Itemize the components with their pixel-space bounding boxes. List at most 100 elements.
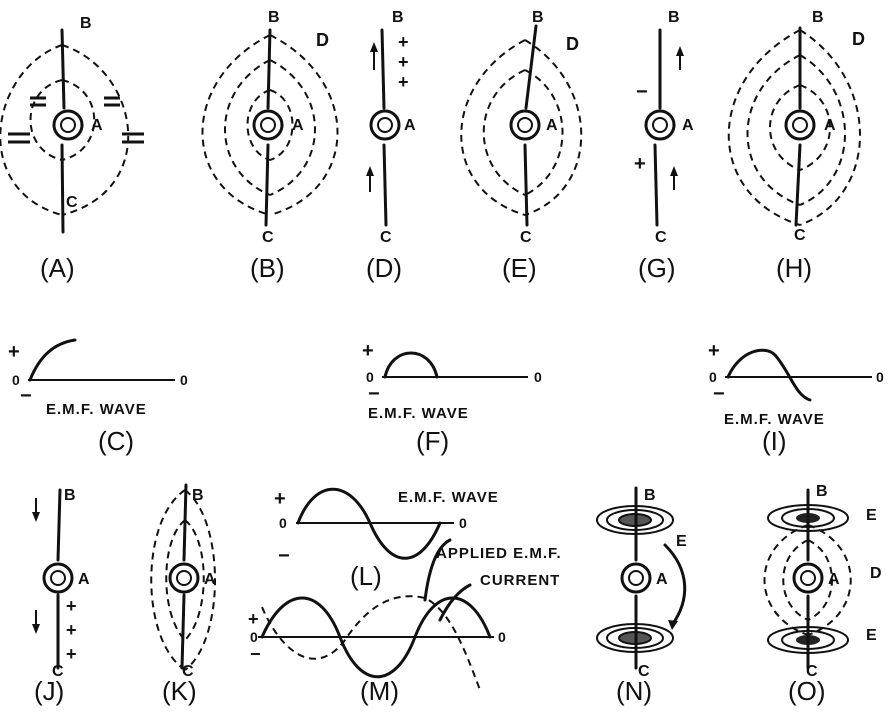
- current-label: CURRENT: [480, 572, 560, 589]
- caption-i: (I): [762, 426, 787, 456]
- generator-icon: [620, 562, 652, 594]
- svg-text:+: +: [398, 72, 409, 92]
- caption-f: (F): [416, 426, 449, 456]
- svg-text:0: 0: [534, 369, 542, 385]
- label-a: A: [404, 117, 416, 134]
- svg-text:0: 0: [279, 515, 287, 531]
- caption-j: (J): [34, 676, 64, 706]
- label-a: A: [824, 117, 836, 134]
- svg-text:+: +: [398, 32, 409, 52]
- label-b: B: [268, 9, 280, 26]
- caption-e: (E): [502, 253, 537, 283]
- svg-text:0: 0: [12, 372, 20, 388]
- svg-text:−: −: [368, 383, 380, 405]
- emf-wave-label: E.M.F. WAVE: [46, 401, 147, 418]
- label-b: B: [64, 487, 76, 504]
- label-a: A: [292, 117, 304, 134]
- figure-n: B A E C (N): [596, 486, 687, 706]
- generator-icon: [792, 562, 824, 594]
- svg-text:0: 0: [180, 372, 188, 388]
- label-a: A: [656, 571, 668, 588]
- label-b: B: [192, 487, 204, 504]
- caption-n: (N): [616, 676, 652, 706]
- generator-icon: [52, 109, 84, 141]
- svg-text:+: +: [708, 340, 720, 362]
- label-a: A: [828, 571, 840, 588]
- caption-l: (L): [350, 561, 382, 591]
- svg-text:+: +: [362, 340, 374, 362]
- figure-c: + 0 0 − E.M.F. WAVE (C): [8, 338, 188, 456]
- caption-m: (M): [360, 676, 399, 706]
- svg-text:0: 0: [459, 515, 467, 531]
- figure-d: + + + B A C (D): [366, 9, 416, 283]
- svg-text:−: −: [636, 81, 648, 103]
- label-c: C: [182, 663, 194, 680]
- label-a: A: [204, 571, 216, 588]
- label-c: C: [806, 663, 818, 680]
- label-b: B: [812, 9, 824, 26]
- generator-icon: [644, 109, 676, 141]
- caption-d: (D): [366, 253, 402, 283]
- label-c: C: [794, 227, 806, 244]
- applied-emf-label: APPLIED E.M.F.: [436, 545, 562, 562]
- label-c: C: [52, 663, 64, 680]
- svg-text:−: −: [713, 383, 725, 405]
- svg-text:0: 0: [709, 369, 717, 385]
- label-a: A: [546, 117, 558, 134]
- emf-wave-label-l: E.M.F. WAVE: [398, 489, 499, 506]
- label-b: B: [532, 9, 544, 26]
- label-c: C: [66, 194, 78, 211]
- caption-b: (B): [250, 253, 285, 283]
- caption-a: (A): [40, 253, 75, 283]
- label-b: B: [644, 487, 656, 504]
- svg-text:+: +: [634, 153, 646, 175]
- label-e: E: [866, 507, 877, 524]
- label-a: A: [78, 571, 90, 588]
- label-d: D: [566, 34, 579, 54]
- emf-wave-label: E.M.F. WAVE: [368, 405, 469, 422]
- figure-k: B A C (K): [150, 483, 216, 706]
- figure-m: + 0 0 − APPLIED E.M.F. CURRENT (M): [248, 538, 562, 706]
- generator-icon: [252, 109, 284, 141]
- generator-icon: [168, 562, 200, 594]
- figure-o: B A E D E C (O): [763, 483, 882, 706]
- label-e: E: [676, 533, 687, 550]
- figure-f: + 0 0 − E.M.F. WAVE (F): [362, 340, 542, 456]
- caption-c: (C): [98, 426, 134, 456]
- label-c: C: [262, 229, 274, 246]
- label-b: B: [816, 483, 828, 500]
- svg-text:0: 0: [366, 369, 374, 385]
- svg-text:−: −: [250, 644, 261, 664]
- figure-a: B A C (A): [0, 15, 144, 283]
- svg-text:+: +: [274, 488, 286, 510]
- generator-icon: [42, 562, 74, 594]
- generator-icon: [369, 109, 401, 141]
- label-d: D: [316, 30, 329, 50]
- label-c: C: [380, 229, 392, 246]
- label-e: E: [866, 627, 877, 644]
- figure-b: B A C D (B): [201, 9, 339, 283]
- emf-wave-label: E.M.F. WAVE: [724, 411, 825, 428]
- figure-i: + 0 0 − E.M.F. WAVE (I): [708, 340, 884, 456]
- label-d: D: [870, 565, 882, 582]
- svg-text:+: +: [66, 620, 77, 640]
- figure-h: B A C D (H): [727, 9, 865, 283]
- label-c: C: [520, 229, 532, 246]
- label-c: C: [655, 229, 667, 246]
- svg-text:+: +: [66, 644, 77, 664]
- label-b: B: [80, 15, 92, 32]
- svg-text:+: +: [248, 609, 259, 629]
- svg-text:+: +: [398, 52, 409, 72]
- generator-icon: [784, 109, 816, 141]
- figure-e: B A C D (E): [460, 9, 583, 283]
- figure-g: − + B A C (G): [634, 9, 694, 283]
- caption-k: (K): [162, 676, 197, 706]
- figure-j: + + + B A C (J): [32, 487, 90, 706]
- figure-l: + 0 0 − E.M.F. WAVE (L): [274, 487, 499, 591]
- svg-text:0: 0: [498, 629, 506, 645]
- svg-text:+: +: [66, 596, 77, 616]
- label-b: B: [668, 9, 680, 26]
- label-d: D: [852, 29, 865, 49]
- label-a: A: [91, 117, 103, 134]
